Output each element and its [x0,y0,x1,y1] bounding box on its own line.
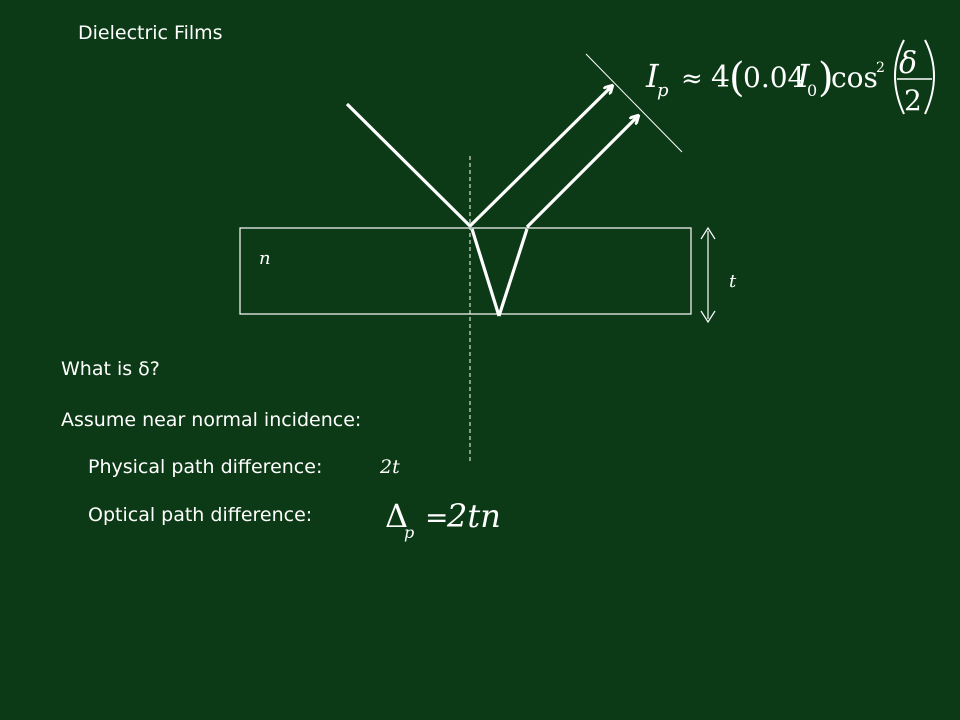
physical-path-label: Physical path difference: [88,456,323,478]
incident-ray [345,102,472,228]
eq-I: I [645,57,660,95]
optical-path-equation: Δ p = 2tn [385,497,501,542]
refracted-ray-up [497,228,529,317]
thickness-label: t [729,271,737,292]
eq-four: 4 [711,60,730,95]
opt-sub-p: p [404,523,414,542]
intensity-equation: I p ≈ 4 ( 0.04 I 0 ) cos 2 δ 2 [645,39,935,117]
refracted-ray-down [470,228,501,317]
eq-numerator: δ [899,46,917,81]
eq-sup-2: 2 [876,60,885,76]
film-index-label: n [259,248,271,269]
opt-delta: Δ [385,497,408,535]
wavefront-line [585,53,683,153]
reflected-ray-top [468,86,612,228]
thickness-arrow-top-head [700,226,716,240]
opt-equals: = [425,501,448,534]
opt-rhs: 2tn [446,497,501,535]
eq-approx: ≈ [681,64,703,94]
question-delta: What is δ? [61,358,160,380]
eq-coef: 0.04 [743,61,805,94]
eq-sub-p: p [657,80,669,101]
physical-path-value: 2t [380,456,400,478]
eq-denominator: 2 [904,84,922,117]
eq-big-left-paren [894,39,905,115]
dielectric-film [239,227,692,315]
eq-open-paren: ( [729,55,745,101]
eq-sub-0: 0 [807,81,817,100]
eq-I0: I [796,57,811,95]
assumption-text: Assume near normal incidence: [61,409,362,431]
thickness-arrow-bottom-head [700,310,716,324]
slide-title: Dielectric Films [78,22,223,44]
eq-big-right-paren [924,39,935,115]
eq-cos: cos [831,61,878,94]
reflected-ray-bottom [525,116,638,229]
eq-close-paren: ) [818,55,834,101]
optical-path-label: Optical path difference: [88,504,313,526]
